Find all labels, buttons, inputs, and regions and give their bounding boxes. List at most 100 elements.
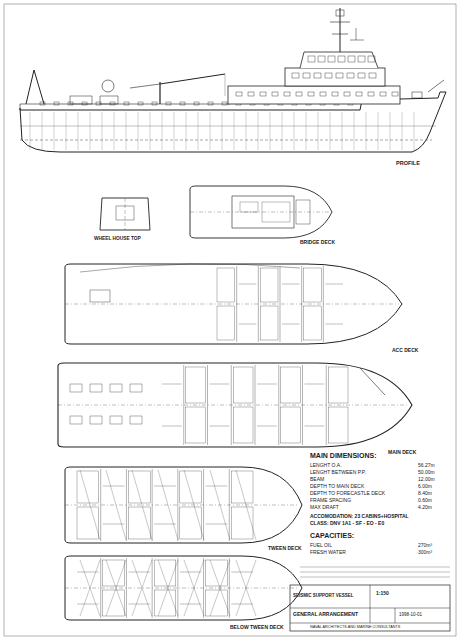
wheelhouse-window bbox=[308, 56, 315, 62]
note-line bbox=[300, 567, 450, 568]
tank-diagonal bbox=[236, 560, 256, 616]
view-title: BELOW TWEEN DECK bbox=[230, 625, 284, 631]
crane-wire bbox=[225, 74, 226, 96]
tank-diagonal bbox=[132, 470, 152, 540]
room bbox=[231, 471, 253, 503]
window bbox=[296, 92, 302, 96]
room-wall bbox=[180, 572, 202, 573]
bulkhead bbox=[258, 266, 259, 342]
room bbox=[328, 367, 348, 403]
title-block bbox=[290, 585, 450, 631]
room bbox=[304, 268, 322, 302]
room-wall bbox=[231, 572, 253, 573]
window bbox=[303, 73, 310, 78]
antenna bbox=[356, 28, 357, 40]
room bbox=[260, 268, 278, 302]
note-line bbox=[300, 577, 450, 578]
window bbox=[336, 73, 343, 78]
frame-line bbox=[270, 112, 271, 150]
frame-line bbox=[42, 112, 43, 150]
frame-line bbox=[414, 112, 415, 150]
title-block-rule bbox=[395, 608, 396, 623]
view-title: ACC DECK bbox=[392, 348, 418, 354]
winch bbox=[100, 96, 118, 104]
deck-outline bbox=[58, 363, 412, 447]
room-wall bbox=[305, 426, 325, 427]
vessel-name: SEISMIC SUPPORT VESSEL bbox=[293, 593, 354, 598]
deck-equipment bbox=[90, 416, 102, 424]
room-wall bbox=[325, 284, 343, 285]
centreline bbox=[65, 505, 299, 506]
mast-yard bbox=[332, 34, 348, 35]
frame-line bbox=[246, 112, 247, 150]
side-scuttle bbox=[194, 102, 199, 105]
room bbox=[233, 367, 253, 403]
room bbox=[296, 200, 310, 224]
bulkhead bbox=[126, 469, 127, 541]
side-scuttle bbox=[208, 102, 213, 105]
room-wall bbox=[282, 284, 300, 285]
room bbox=[206, 560, 228, 586]
bulkhead bbox=[152, 558, 153, 618]
tank-diagonal bbox=[236, 470, 256, 540]
room-wall bbox=[325, 324, 343, 325]
deck-outline bbox=[65, 467, 302, 543]
frame-line bbox=[390, 112, 391, 150]
side-scuttle bbox=[180, 102, 185, 105]
deck-equipment bbox=[130, 416, 142, 424]
bulkhead bbox=[229, 469, 230, 541]
frame-line bbox=[138, 112, 139, 150]
crane-swing-arc bbox=[80, 264, 300, 272]
dimension-name: BEAM bbox=[310, 477, 324, 483]
bridge-deck-house bbox=[232, 196, 294, 228]
deck-equipment bbox=[110, 384, 122, 392]
frame-line bbox=[30, 112, 31, 150]
bulkhead bbox=[100, 558, 101, 618]
frame-line bbox=[54, 112, 55, 150]
room bbox=[186, 407, 206, 443]
title-block-rule bbox=[370, 585, 371, 623]
stair bbox=[360, 368, 385, 395]
bulkhead bbox=[278, 365, 279, 445]
bulkhead bbox=[203, 469, 204, 541]
room-wall bbox=[257, 384, 277, 385]
bulkhead bbox=[231, 365, 232, 445]
room-wall bbox=[103, 524, 125, 525]
room bbox=[186, 367, 206, 403]
dimension-value: 4.20m bbox=[418, 505, 432, 511]
winch bbox=[70, 96, 92, 104]
note-line bbox=[300, 572, 450, 573]
view-title: TWEEN DECK bbox=[268, 546, 302, 552]
room bbox=[77, 471, 99, 503]
bulkhead bbox=[126, 558, 127, 618]
room bbox=[154, 560, 176, 586]
room-wall bbox=[103, 486, 125, 487]
drawing-scale: 1:150 bbox=[376, 591, 389, 597]
bulkhead bbox=[326, 365, 327, 445]
room bbox=[103, 590, 125, 616]
mast-yard bbox=[330, 22, 350, 23]
room-wall bbox=[239, 284, 257, 285]
wheelhouse-window bbox=[368, 56, 375, 62]
tank-diagonal bbox=[132, 560, 152, 616]
frame-line bbox=[126, 112, 127, 150]
bulkhead bbox=[323, 266, 324, 342]
windlass bbox=[412, 92, 422, 98]
side-scuttle bbox=[82, 102, 87, 105]
bulkhead bbox=[183, 365, 184, 445]
mast bbox=[340, 8, 341, 52]
frame-line bbox=[330, 112, 331, 150]
accommodation-block bbox=[228, 86, 400, 104]
bulkhead bbox=[152, 469, 153, 541]
tank-diagonal bbox=[158, 470, 178, 540]
frame-line bbox=[186, 112, 187, 150]
room-wall bbox=[210, 384, 230, 385]
frame-line bbox=[114, 112, 115, 150]
dimension-name: FRAME SPACING bbox=[310, 498, 351, 504]
frame-line bbox=[366, 112, 367, 150]
centreline bbox=[58, 405, 409, 406]
crane-jib bbox=[130, 84, 160, 88]
room bbox=[304, 306, 322, 340]
wheelhouse bbox=[300, 52, 378, 68]
